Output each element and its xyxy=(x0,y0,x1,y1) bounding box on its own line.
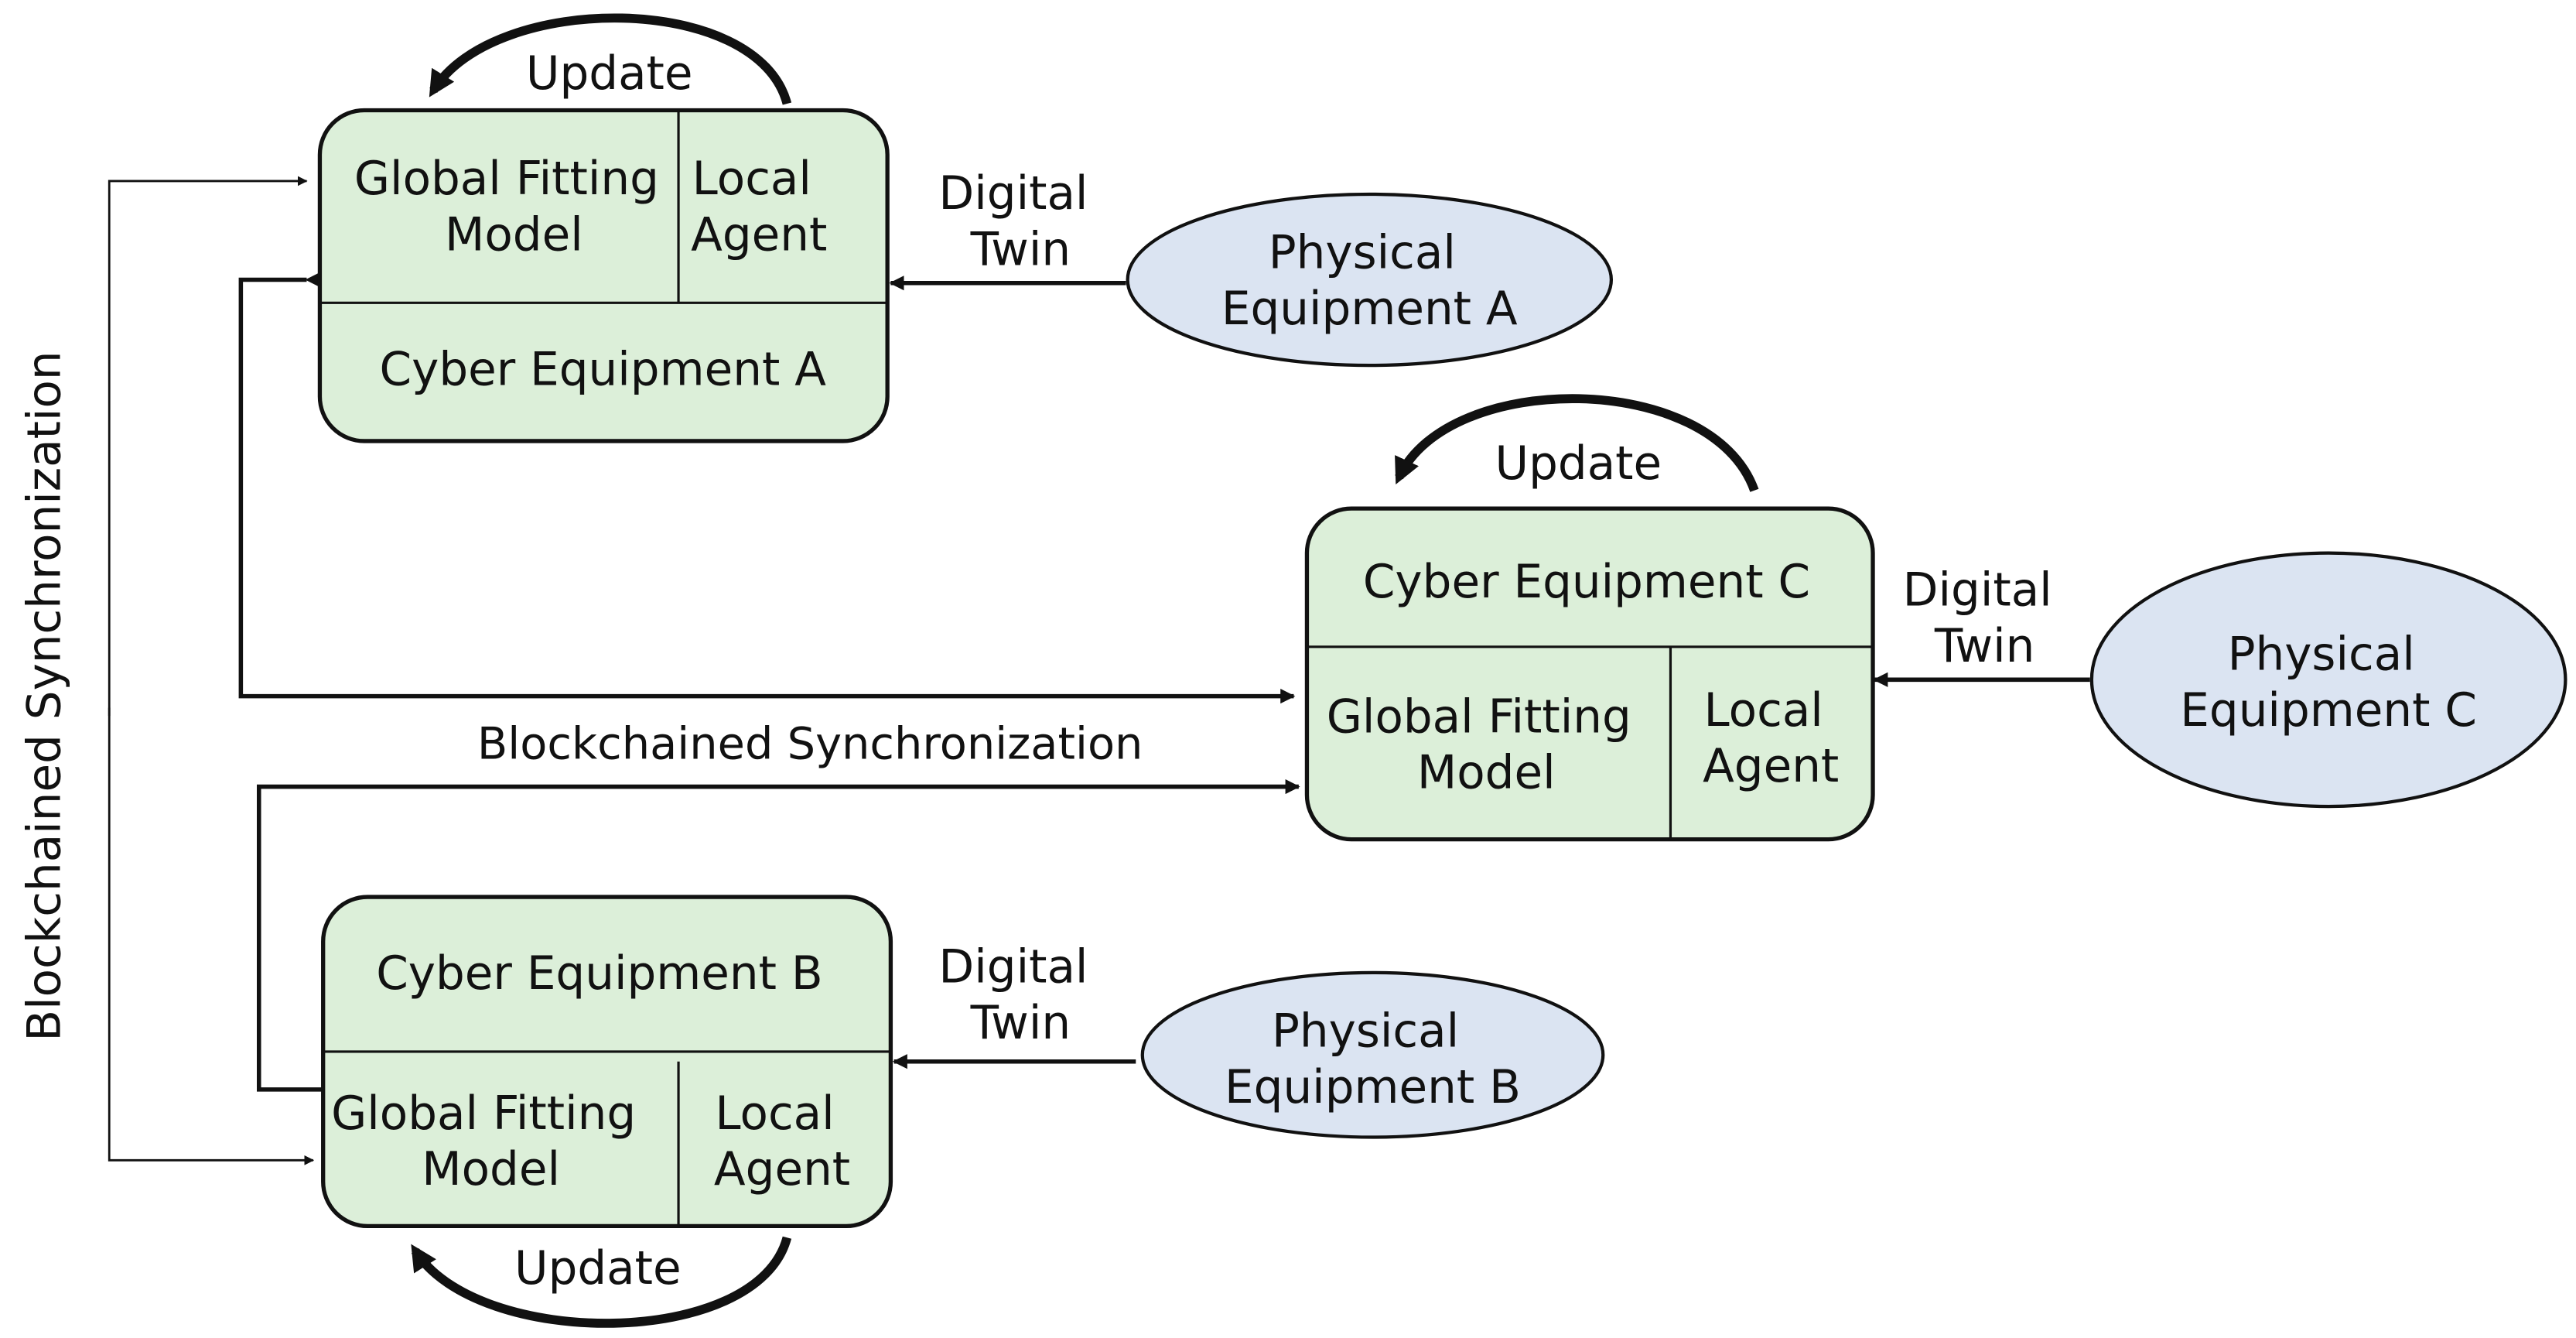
global-fitting-model-label-c: Global Fitting Model xyxy=(1327,690,1646,799)
cyber-equipment-c-title: Cyber Equipment C xyxy=(1363,556,1810,609)
global-fitting-model-label-a: Global Fitting Model xyxy=(354,152,674,262)
update-arrow-b xyxy=(411,1236,792,1328)
update-label-c: Update xyxy=(1495,437,1662,491)
sync-arrow-b-c xyxy=(256,779,1300,1097)
local-agent-label-b: Local Agent xyxy=(714,1087,850,1196)
cyber-equipment-a: Global Fitting Model Local Agent Cyber E… xyxy=(317,47,890,443)
cyber-equipment-c-box xyxy=(1304,506,1875,842)
sync-outer-arrow-to-a xyxy=(108,176,308,717)
sync-arrow-a-c xyxy=(238,272,1296,704)
digital-twin-label-b: Digital Twin xyxy=(938,941,1102,1050)
physical-equipment-a-ellipse xyxy=(1126,192,1614,368)
physical-equipment-c-label: Physical Equipment C xyxy=(2180,628,2477,737)
cyber-equipment-b-title: Cyber Equipment B xyxy=(376,947,823,1001)
update-arrow-a xyxy=(429,13,792,105)
physical-equipment-b: Physical Equipment B xyxy=(1140,970,1605,1139)
cyber-equipment-b: Cyber Equipment B Global Fitting Model L… xyxy=(321,895,893,1295)
digital-twin-label-c: Digital Twin xyxy=(1903,564,2067,673)
update-label-b: Update xyxy=(514,1242,682,1295)
global-fitting-model-label-b: Global Fitting Model xyxy=(331,1087,651,1196)
sync-horizontal-label: Blockchained Synchronization xyxy=(477,717,1143,769)
physical-equipment-b-ellipse xyxy=(1140,970,1605,1139)
update-label-a: Update xyxy=(526,47,693,101)
physical-equipment-a-label: Physical Equipment A xyxy=(1221,227,1518,336)
cyber-equipment-a-box xyxy=(317,108,890,443)
update-arrow-c xyxy=(1395,394,1759,492)
physical-equipment-a: Physical Equipment A xyxy=(1126,192,1614,368)
physical-equipment-c: Physical Equipment C xyxy=(2089,551,2567,809)
physical-equipment-c-ellipse xyxy=(2089,551,2567,809)
cyber-equipment-a-title: Cyber Equipment A xyxy=(380,344,827,397)
digital-twin-label-a: Digital Twin xyxy=(938,167,1102,276)
local-agent-label-c: Local Agent xyxy=(1703,684,1839,793)
connectors xyxy=(108,13,2090,1328)
physical-equipment-b-label: Physical Equipment B xyxy=(1225,1005,1521,1114)
cyber-equipment-c: Cyber Equipment C Global Fitting Model L… xyxy=(1304,437,1875,842)
sync-vertical-label: Blockchained Synchronization xyxy=(18,351,71,1041)
cyber-equipment-b-box xyxy=(321,895,893,1229)
sync-outer-arrow-to-b xyxy=(108,707,315,1165)
local-agent-label-a: Local Agent xyxy=(691,152,827,262)
